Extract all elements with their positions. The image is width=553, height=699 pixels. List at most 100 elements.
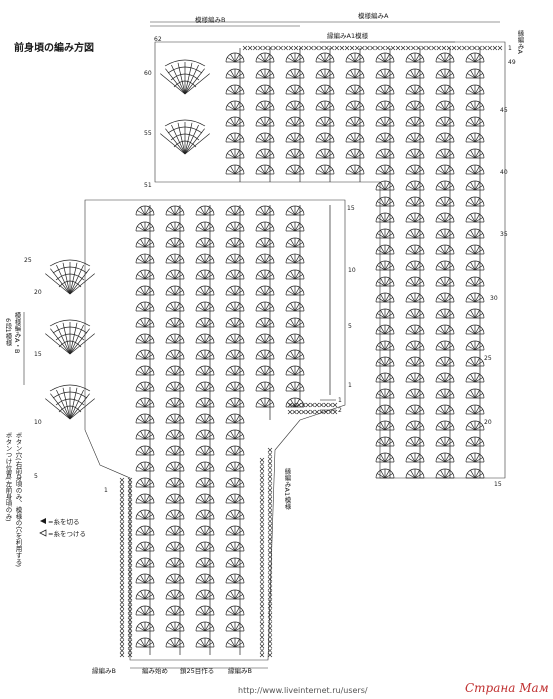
- fan-stitch: [375, 164, 395, 175]
- fan-stitch: [225, 493, 245, 504]
- fan-stitch: [465, 292, 485, 303]
- fan-stitch: [195, 429, 215, 440]
- lower-panel-outline: [84, 199, 346, 661]
- fan-stitch: [255, 205, 275, 216]
- fan-stitch: [225, 317, 245, 328]
- fan-stitch: [285, 221, 305, 232]
- fan-stitch: [195, 525, 215, 536]
- fan-stitch: [135, 477, 155, 488]
- fan-stitch: [315, 116, 335, 127]
- fan-stitch: [165, 541, 185, 552]
- fan-stitch: [435, 420, 455, 431]
- fan-stitch: [165, 605, 185, 616]
- fan-stitch: [165, 381, 185, 392]
- fan-stitch: [135, 509, 155, 520]
- fan-stitch: [195, 637, 215, 648]
- fan-stitch: [405, 116, 425, 127]
- mid-edge-a1-label: 縁編みA1模様: [283, 467, 291, 510]
- fan-stitch: [435, 404, 455, 415]
- fan-stitch: [405, 84, 425, 95]
- fan-stitch: [195, 557, 215, 568]
- fan-stitch: [405, 356, 425, 367]
- bottom-edge-b-right-label: 縁編みB: [228, 666, 252, 675]
- fan-stitch: [225, 413, 245, 424]
- fan-stitch: [375, 404, 395, 415]
- edge-a-right-label: 縁編みA: [516, 29, 524, 55]
- pineapple-motif: [45, 319, 95, 355]
- fan-stitch: [165, 205, 185, 216]
- fan-stitch: [225, 461, 245, 472]
- fan-stitch: [375, 68, 395, 79]
- fan-stitch: [255, 253, 275, 264]
- fan-stitch: [285, 333, 305, 344]
- fan-stitch: [165, 525, 185, 536]
- fan-stitch: [255, 381, 275, 392]
- watermark-url: http://www.liveinternet.ru/users/: [238, 686, 368, 695]
- fan-stitch: [225, 397, 245, 408]
- fan-stitch: [255, 285, 275, 296]
- fan-stitch: [165, 589, 185, 600]
- fan-stitch: [465, 100, 485, 111]
- fan-stitch: [465, 148, 485, 159]
- fan-stitch: [255, 317, 275, 328]
- side-mark-1: 1: [338, 397, 342, 404]
- right-row-35: 35: [500, 231, 508, 238]
- fan-stitch: [285, 100, 305, 111]
- fan-stitch: [465, 212, 485, 223]
- fan-stitch: [195, 269, 215, 280]
- fan-stitch: [135, 445, 155, 456]
- fan-stitch: [435, 372, 455, 383]
- fan-stitch: [255, 100, 275, 111]
- fan-stitch: [225, 269, 245, 280]
- chain-x-band: [242, 45, 503, 51]
- chain-stitch-rows: [119, 45, 503, 658]
- fan-stitch: [165, 285, 185, 296]
- legend-join-label: =糸をつける: [48, 529, 86, 538]
- fan-stitch: [195, 397, 215, 408]
- fan-stitch: [345, 164, 365, 175]
- fan-stitch: [375, 452, 395, 463]
- fan-stitch: [195, 493, 215, 504]
- fan-stitch: [255, 68, 275, 79]
- fan-stitch: [165, 461, 185, 472]
- chain-x-band: [119, 477, 125, 658]
- buttonhole-note-label: ボタン穴(右前身頃のみ、模様の穴を利用する): [14, 432, 22, 567]
- fan-stitch: [375, 388, 395, 399]
- fan-stitch: [465, 84, 485, 95]
- right-row-20: 20: [484, 419, 492, 426]
- fan-stitch: [435, 100, 455, 111]
- fan-stitch: [405, 404, 425, 415]
- fan-stitch: [435, 196, 455, 207]
- left-row-60: 60: [144, 70, 152, 77]
- fan-stitch: [195, 621, 215, 632]
- fan-stitch: [255, 269, 275, 280]
- fan-stitch: [315, 68, 335, 79]
- fan-stitch: [375, 276, 395, 287]
- fan-stitch: [285, 52, 305, 63]
- left-row-62: 62: [154, 36, 162, 43]
- fan-stitch: [225, 100, 245, 111]
- chart-title: 前身頃の編み方図: [14, 41, 94, 54]
- legend-cut-label: =糸を切る: [48, 517, 79, 526]
- fan-stitch: [195, 509, 215, 520]
- fan-stitch: [135, 637, 155, 648]
- edge-a1-top-label: 縁編みA1模様: [327, 31, 369, 40]
- fan-stitch: [285, 132, 305, 143]
- fan-stitch: [195, 605, 215, 616]
- fan-stitch: [435, 260, 455, 271]
- fan-stitch: [195, 221, 215, 232]
- fan-stitch: [465, 132, 485, 143]
- fan-stitch: [465, 404, 485, 415]
- left-row-1: 1: [104, 487, 108, 494]
- fan-stitch: [375, 52, 395, 63]
- fan-stitch: [225, 365, 245, 376]
- fan-stitch: [195, 285, 215, 296]
- fan-stitch: [435, 356, 455, 367]
- fan-stitch: [225, 509, 245, 520]
- fan-stitch: [465, 372, 485, 383]
- pattern-a-top-label: 模様編みA: [358, 11, 389, 20]
- fan-stitch: [375, 148, 395, 159]
- fan-stitch: [225, 541, 245, 552]
- fan-stitch: [135, 333, 155, 344]
